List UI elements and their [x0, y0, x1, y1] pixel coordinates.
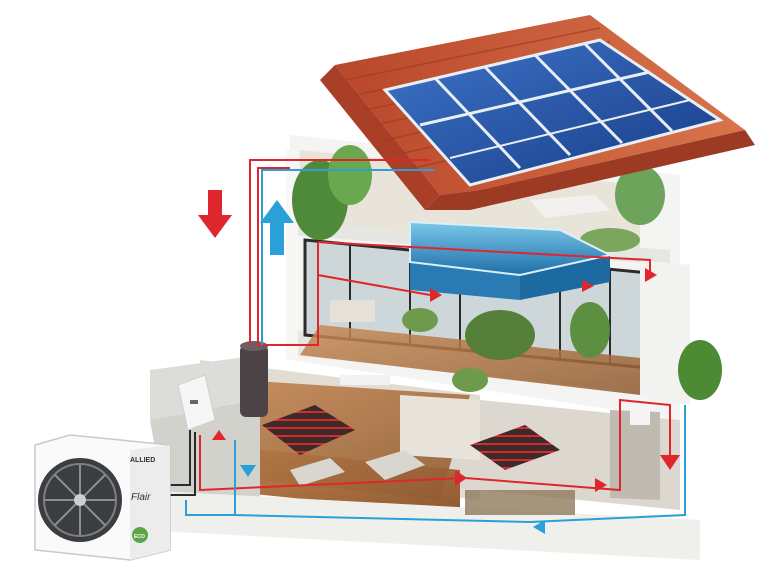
indoor-unit	[177, 374, 216, 431]
brand-label: ALLIED	[130, 457, 155, 464]
arrow-up-blue-icon	[260, 200, 294, 255]
arrow-down-red-icon	[198, 190, 232, 238]
hot-pipes	[199, 159, 671, 492]
cold-pipes	[185, 169, 686, 524]
underfloor-heating	[262, 405, 560, 470]
solar-panels	[382, 38, 724, 187]
eco-badge-label: ECO	[134, 534, 145, 540]
flow-arrow-blue-icon	[240, 465, 545, 534]
refrigerant-lines	[165, 430, 196, 496]
model-label: Flair	[131, 492, 151, 503]
flow-arrow-red-icon	[212, 268, 680, 492]
outdoor-heat-pump-unit	[34, 434, 171, 561]
plants	[292, 145, 722, 515]
eco-badge	[132, 527, 148, 543]
rooftop-pool	[409, 220, 613, 300]
water-tank	[240, 341, 268, 417]
